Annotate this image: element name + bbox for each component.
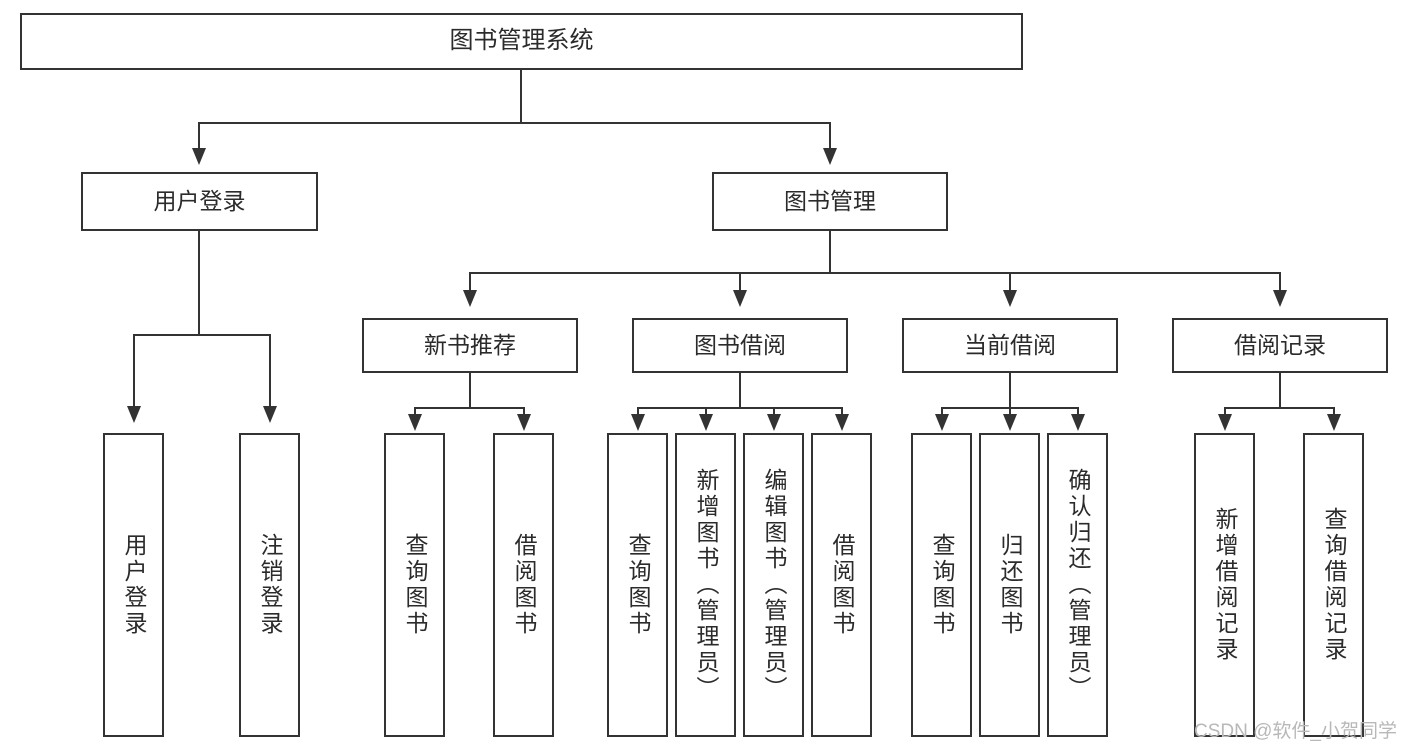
leaf-cb-query-book[interactable]: 查询图书 [911, 433, 972, 737]
arrow-to-leaf-cb-query [935, 414, 949, 431]
edge-nbr-drop-2 [523, 407, 525, 417]
edge-user-login-drop-1 [133, 334, 135, 408]
node-label: 借阅图书 [829, 533, 855, 637]
arrow-to-leaf-bb-borrow [835, 414, 849, 431]
leaf-bb-query-book[interactable]: 查询图书 [607, 433, 668, 737]
edge-br-stem [1279, 373, 1281, 408]
edge-bb-drop-4 [841, 407, 843, 417]
node-label: 当前借阅 [964, 331, 1056, 358]
edge-root-stem-center [520, 70, 522, 123]
edge-bm-drop-3 [1009, 272, 1011, 292]
edge-cb-drop-1 [941, 407, 943, 417]
leaf-bb-borrow-book[interactable]: 借阅图书 [811, 433, 872, 737]
node-label: 归还图书 [997, 533, 1023, 637]
leaf-nbr-borrow-book[interactable]: 借阅图书 [493, 433, 554, 737]
node-label: 用户登录 [153, 187, 246, 214]
arrow-to-leaf-br-add [1218, 414, 1232, 431]
node-label: 查询借阅记录 [1321, 507, 1347, 663]
edge-bb-drop-3 [773, 407, 775, 417]
edge-cb-stem [1009, 373, 1011, 408]
edge-nbr-bus [414, 407, 525, 409]
node-label: 新增借阅记录 [1212, 507, 1238, 663]
edge-bb-drop-2 [705, 407, 707, 417]
watermark-text: CSDN @软件_小贺同学 [1194, 721, 1397, 742]
edge-bb-drop-1 [637, 407, 639, 417]
leaf-nbr-query-book[interactable]: 查询图书 [384, 433, 445, 737]
node-label: 图书管理 [784, 187, 876, 214]
edge-br-drop-2 [1333, 407, 1335, 417]
arrow-to-leaf-logout [263, 406, 277, 423]
edge-user-login-stem [198, 231, 200, 335]
edge-bb-stem [739, 373, 741, 408]
edge-bm-drop-1 [469, 272, 471, 292]
node-user-login[interactable]: 用户登录 [81, 172, 318, 231]
leaf-bb-edit-book[interactable]: 编辑图书（管理员） [743, 433, 804, 737]
edge-bm-drop-2 [739, 272, 741, 292]
node-label: 确认归还（管理员） [1065, 468, 1091, 702]
arrow-to-new-book-recommend [463, 290, 477, 307]
node-book-borrow[interactable]: 图书借阅 [632, 318, 848, 373]
node-label: 编辑图书（管理员） [761, 468, 787, 702]
arrow-to-leaf-bb-query [631, 414, 645, 431]
node-label: 查询图书 [625, 533, 651, 637]
leaf-br-add-record[interactable]: 新增借阅记录 [1194, 433, 1255, 737]
leaf-cb-return-book[interactable]: 归还图书 [979, 433, 1040, 737]
node-label: 新书推荐 [424, 331, 516, 358]
arrow-to-leaf-cb-return [1003, 414, 1017, 431]
edge-bm-drop-4 [1279, 272, 1281, 292]
leaf-bb-add-book[interactable]: 新增图书（管理员） [675, 433, 736, 737]
node-current-borrow[interactable]: 当前借阅 [902, 318, 1118, 373]
arrow-to-current-borrow [1003, 290, 1017, 307]
edge-br-bus [1224, 407, 1335, 409]
edge-user-login-bus [133, 334, 271, 336]
edge-nbr-stem [469, 373, 471, 408]
arrow-to-leaf-nbr-query [408, 414, 422, 431]
node-label: 图书管理系统 [449, 27, 594, 55]
node-label: 图书借阅 [694, 331, 786, 358]
arrow-to-leaf-bb-add [699, 414, 713, 431]
edge-bb-bus [637, 407, 843, 409]
edge-root-drop-right [829, 122, 831, 150]
arrow-to-leaf-nbr-borrow [517, 414, 531, 431]
arrow-to-leaf-bb-edit [767, 414, 781, 431]
edge-br-drop-1 [1224, 407, 1226, 417]
edge-cb-drop-2 [1009, 407, 1011, 417]
leaf-user-login[interactable]: 用户登录 [103, 433, 164, 737]
edge-book-manage-stem [829, 231, 831, 273]
edge-root-bus [198, 122, 831, 124]
leaf-logout[interactable]: 注销登录 [239, 433, 300, 737]
arrow-to-book-manage [823, 148, 837, 165]
node-label: 借阅图书 [511, 533, 537, 637]
leaf-cb-confirm-return[interactable]: 确认归还（管理员） [1047, 433, 1108, 737]
node-new-book-recommend[interactable]: 新书推荐 [362, 318, 578, 373]
node-label: 查询图书 [929, 533, 955, 637]
edge-cb-drop-3 [1077, 407, 1079, 417]
node-book-manage[interactable]: 图书管理 [712, 172, 948, 231]
node-borrow-record[interactable]: 借阅记录 [1172, 318, 1388, 373]
edge-root-drop-left [198, 122, 200, 150]
edge-nbr-drop-1 [414, 407, 416, 417]
arrow-to-borrow-record [1273, 290, 1287, 307]
edge-book-manage-bus [469, 272, 1280, 274]
node-label: 注销登录 [257, 533, 283, 637]
leaf-br-query-record[interactable]: 查询借阅记录 [1303, 433, 1364, 737]
node-label: 新增图书（管理员） [693, 468, 719, 702]
node-label: 借阅记录 [1234, 331, 1326, 358]
arrow-to-leaf-br-query [1327, 414, 1341, 431]
arrow-to-user-login [192, 148, 206, 165]
node-label: 用户登录 [121, 533, 147, 637]
arrow-to-leaf-cb-confirm [1071, 414, 1085, 431]
arrow-to-book-borrow [733, 290, 747, 307]
node-label: 查询图书 [402, 533, 428, 637]
node-root-system[interactable]: 图书管理系统 [20, 13, 1023, 70]
arrow-to-leaf-user-login [127, 406, 141, 423]
edge-user-login-drop-2 [269, 334, 271, 408]
